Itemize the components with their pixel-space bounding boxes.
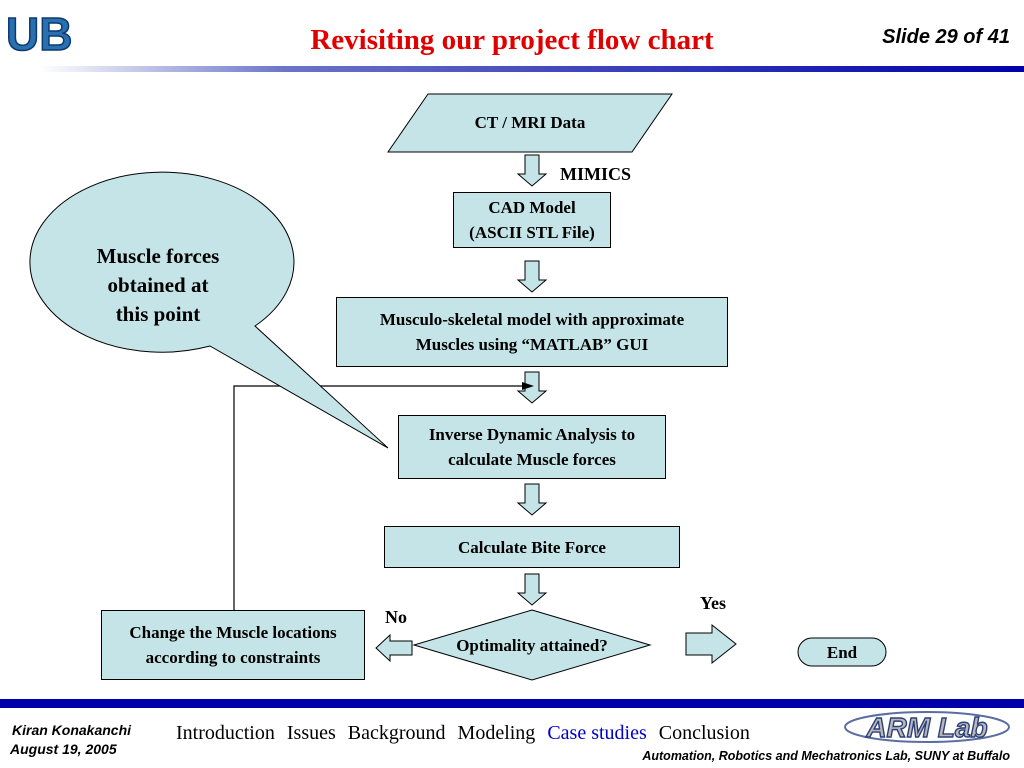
callout-bubble xyxy=(29,171,389,449)
optimality-label: Optimality attained? xyxy=(456,636,608,655)
callout-text: Muscle forces obtained at this point xyxy=(60,242,256,329)
nav-issues[interactable]: Issues xyxy=(286,722,336,744)
cad-line-2: (ASCII STL File) xyxy=(469,223,595,242)
ub-logo: UB xyxy=(5,7,73,58)
end-terminator xyxy=(797,637,887,667)
change-line-2: according to constraints xyxy=(145,648,321,667)
callout-line-2: obtained at xyxy=(107,273,209,297)
musculo-line-1: Musculo-skeletal model with approximate xyxy=(379,310,685,329)
inverse-dynamic-node: Inverse Dynamic Analysis to calculate Mu… xyxy=(398,415,666,479)
no-label: No xyxy=(385,607,407,627)
inverse-line-1: Inverse Dynamic Analysis to xyxy=(428,425,636,444)
end-label: End xyxy=(826,643,858,662)
feedback-arrowhead xyxy=(522,382,534,390)
change-muscle-node: Change the Muscle locations according to… xyxy=(101,610,365,680)
callout-line-1: Muscle forces xyxy=(96,244,220,268)
arrow-down-2 xyxy=(516,260,548,293)
date: August 19, 2005 xyxy=(10,741,117,757)
yes-label: Yes xyxy=(700,593,726,613)
musculo-skeletal-node: Musculo-skeletal model with approximate … xyxy=(336,297,728,367)
optimality-decision xyxy=(412,609,652,681)
slide-number: Slide 29 of 41 xyxy=(882,26,1010,48)
nav-modeling[interactable]: Modeling xyxy=(457,722,536,744)
footer-rule xyxy=(0,699,1024,708)
footer-nav: Introduction Issues Background Modeling … xyxy=(176,722,757,745)
nav-conclusion[interactable]: Conclusion xyxy=(658,722,750,744)
cad-model-node: CAD Model (ASCII STL File) xyxy=(453,192,611,248)
feedback-line xyxy=(233,385,530,610)
arrow-yes xyxy=(685,623,737,665)
arrow-down-5 xyxy=(516,573,548,606)
arm-lab-logo: ARM Lab xyxy=(844,711,1010,744)
arrow-down-4 xyxy=(516,483,548,516)
bite-force-node: Calculate Bite Force xyxy=(384,526,680,568)
arrow-down-1 xyxy=(516,154,548,187)
arm-lab-text: ARM Lab xyxy=(865,712,987,743)
ct-mri-node xyxy=(387,93,673,153)
lab-name: Automation, Robotics and Mechatronics La… xyxy=(642,749,1010,763)
nav-background[interactable]: Background xyxy=(347,722,446,744)
change-line-1: Change the Muscle locations xyxy=(129,623,337,642)
arrow-no xyxy=(375,633,413,663)
nav-introduction[interactable]: Introduction xyxy=(176,722,275,744)
callout-line-3: this point xyxy=(115,302,201,326)
inverse-line-2: calculate Muscle forces xyxy=(448,450,616,469)
header-rule xyxy=(40,66,1024,72)
nav-case-studies[interactable]: Case studies xyxy=(547,722,647,744)
ct-mri-label: CT / MRI Data xyxy=(474,113,586,132)
mimics-label: MIMICS xyxy=(560,164,631,184)
flowchart-canvas xyxy=(29,93,887,681)
author: Kiran Konakanchi xyxy=(12,722,132,738)
arrow-down-3 xyxy=(516,371,548,404)
cad-line-1: CAD Model xyxy=(488,198,576,217)
bite-force-label: Calculate Bite Force xyxy=(458,537,606,557)
logo-text: UB xyxy=(6,8,72,58)
musculo-line-2: Muscles using “MATLAB” GUI xyxy=(415,335,649,354)
page-title: Revisiting our project flow chart xyxy=(310,24,714,56)
